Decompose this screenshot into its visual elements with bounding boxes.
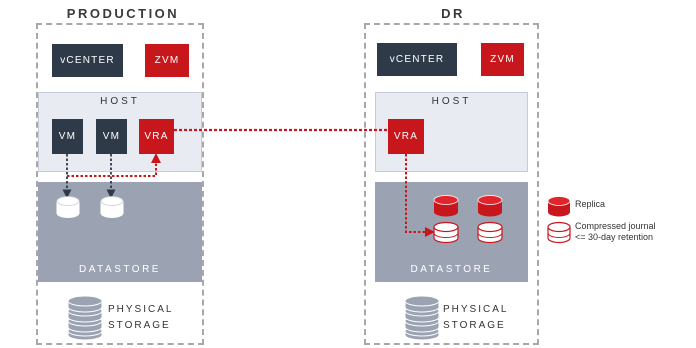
dr-zvm-box: ZVM — [481, 43, 524, 76]
dr-host-label: HOST — [431, 96, 472, 107]
dr-replica-disk-icon — [477, 195, 503, 217]
dr-journal-disk-icon — [477, 221, 503, 244]
dr-physical-storage-icon — [404, 295, 440, 341]
legend-journal-line2: <= 30-day retention — [575, 232, 654, 242]
production-zvm-box: ZVM — [145, 44, 189, 77]
vm-to-vra-mirror-arrow — [67, 153, 161, 177]
dr-vcenter-box: vCENTER — [377, 43, 457, 76]
production-site-frame — [36, 23, 204, 345]
production-datastore-label: DATASTORE — [79, 264, 161, 275]
dr-site-frame — [364, 23, 539, 345]
production-host-label: HOST — [100, 96, 140, 107]
production-title: PRODUCTION — [66, 6, 180, 21]
dr-vcenter-label: vCENTER — [389, 54, 445, 65]
dr-journal-disk-icon — [433, 221, 459, 244]
dr-physical-line2: STORAGE — [443, 320, 506, 331]
production-vra-label: VRA — [144, 131, 169, 142]
dr-vra-box: VRA — [388, 119, 424, 154]
production-vcenter-box: vCENTER — [52, 44, 123, 77]
dr-replica-disk-icon — [433, 195, 459, 217]
production-vcenter-label: vCENTER — [60, 55, 115, 66]
production-vm1-label: VM — [58, 131, 77, 142]
production-physical-line2: STORAGE — [108, 320, 171, 331]
production-vra-box: VRA — [139, 119, 174, 154]
production-disk-icon — [100, 196, 124, 218]
dr-datastore-label: DATASTORE — [410, 264, 493, 275]
production-physical-line1: PHYSICAL — [108, 304, 174, 315]
production-physical-storage-label: PHYSICAL STORAGE — [108, 302, 173, 334]
legend-journal-icon — [547, 221, 571, 244]
dr-zvm-label: ZVM — [490, 54, 515, 65]
dr-physical-storage-label: PHYSICAL STORAGE — [443, 302, 508, 334]
production-physical-storage-icon — [67, 295, 103, 341]
dr-title: DR — [441, 6, 465, 21]
production-vm2-label: VM — [102, 131, 121, 142]
production-disk-icon — [56, 196, 80, 218]
production-zvm-label: ZVM — [154, 55, 180, 66]
dr-vra-label: VRA — [393, 131, 419, 142]
legend-journal-label: Compressed journal <= 30-day retention — [575, 221, 656, 243]
production-vm1-box: VM — [52, 119, 83, 154]
legend-replica-icon — [547, 196, 571, 217]
legend-replica-label: Replica — [575, 199, 606, 209]
production-vm2-box: VM — [96, 119, 127, 154]
dr-physical-line1: PHYSICAL — [443, 304, 509, 315]
legend-journal-line1: Compressed journal — [575, 221, 656, 231]
dr-vra-to-journal-arrow — [405, 154, 435, 237]
